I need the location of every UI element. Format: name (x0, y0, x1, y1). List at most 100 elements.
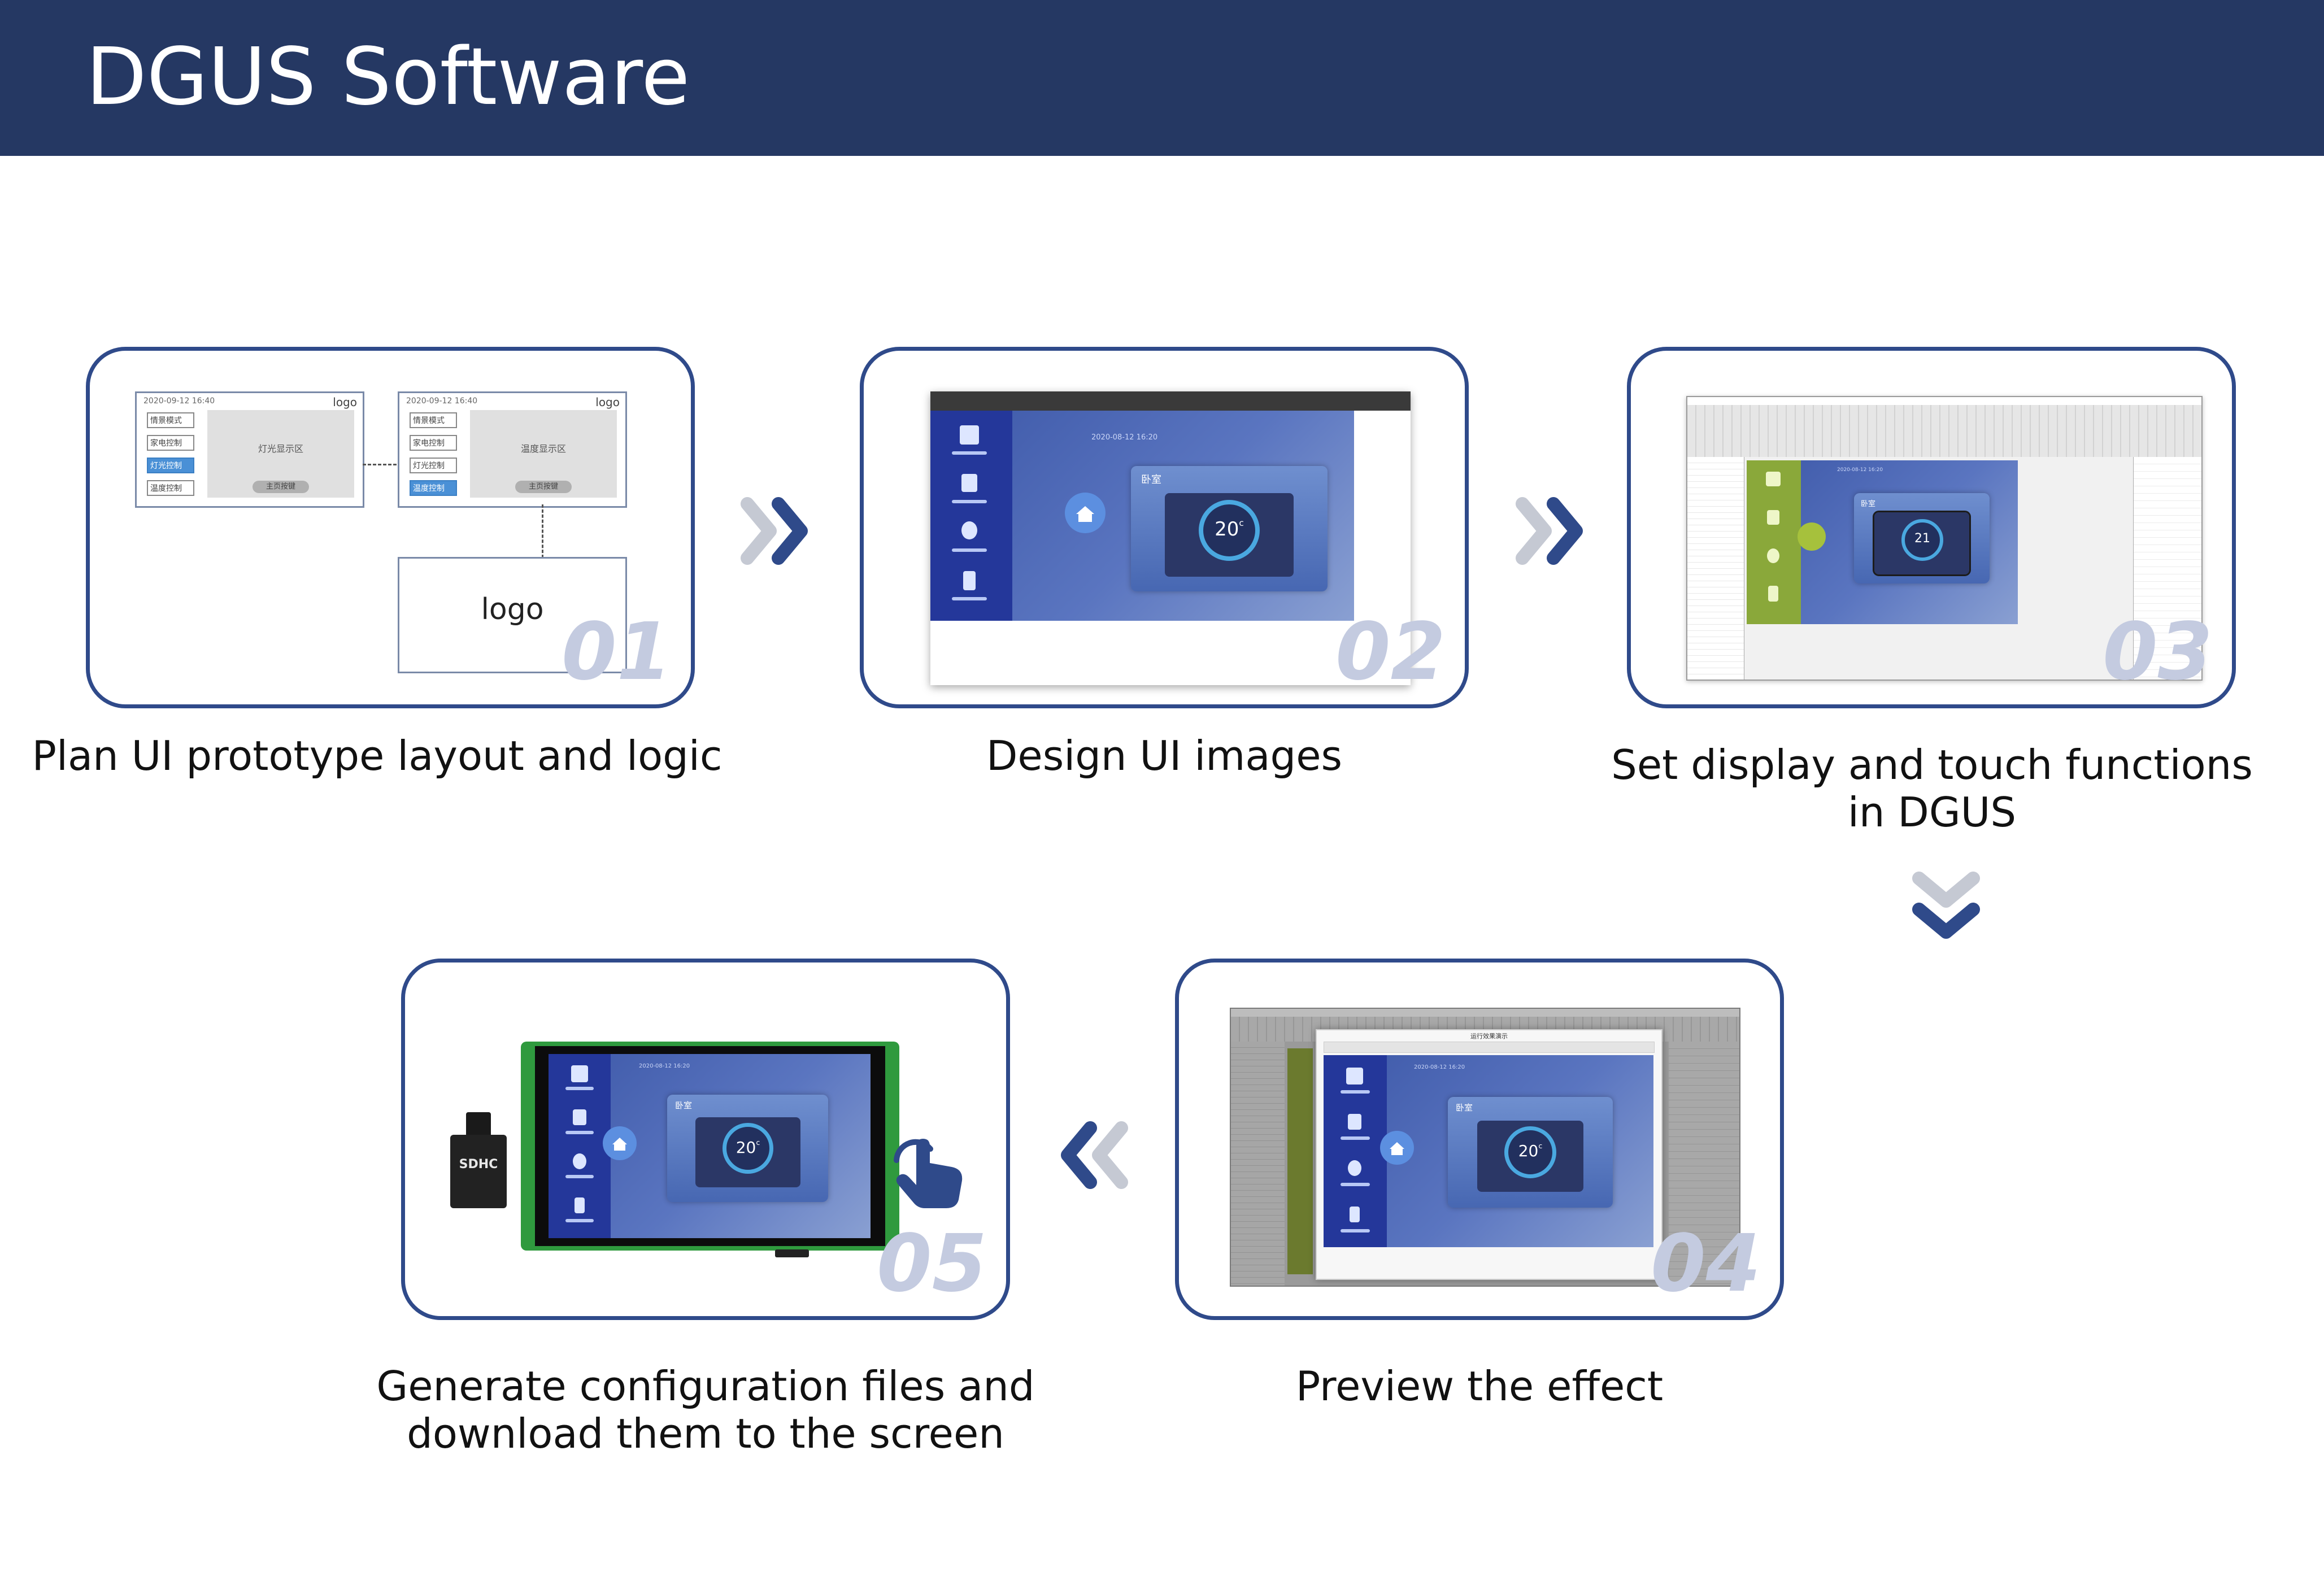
home-icon (1380, 1131, 1414, 1165)
canvas-sidebar-selected (1747, 460, 1801, 624)
double-chevron-left-icon (1061, 1121, 1128, 1189)
editor-titlebar (1687, 397, 2201, 406)
temperature-unit: c (1239, 518, 1244, 528)
step-number: 01 (562, 606, 672, 698)
temperature-dial: 20c (723, 1123, 773, 1174)
thermometer-icon (963, 571, 976, 590)
thermostat-panel: 20c (1477, 1121, 1583, 1192)
display-area-label: 温度显示区 (520, 443, 566, 454)
connector-line (363, 464, 397, 465)
wireframe-home-button: 主页按键 (515, 481, 572, 493)
sidebar-label-bar (952, 500, 987, 503)
wireframe-menu-item: 情景模式 (147, 412, 194, 428)
sidebar-label-bar (565, 1219, 594, 1222)
preview-screen: 2020-08-12 16:20 卧室 20c (1324, 1055, 1653, 1247)
double-chevron-down-icon (1912, 872, 1980, 939)
room-name: 卧室 (1456, 1103, 1473, 1113)
temperature-unit: c (1538, 1142, 1543, 1150)
wireframe-logo: logo (595, 395, 620, 409)
wireframe-timestamp: 2020-09-12 16:40 (143, 397, 215, 406)
display-module-board: 2020-08-12 16:20 卧室 20c (521, 1042, 899, 1257)
header-bar: DGUS Software (0, 0, 2324, 156)
room-name: 卧室 (1861, 500, 1876, 508)
page-list-panel (1687, 457, 1744, 680)
wireframe-timestamp: 2020-09-12 16:40 (406, 397, 478, 406)
scene-icon (1346, 1068, 1363, 1085)
room-card: 卧室 20c (1131, 466, 1328, 591)
connector-line (542, 504, 543, 558)
app-titlebar (930, 391, 1411, 411)
step-number: 05 (877, 1218, 987, 1310)
step-04-card: 运行效果演示 2020-08-12 16:20 (1175, 959, 1784, 1320)
display-bezel: 2020-08-12 16:20 卧室 20c (535, 1046, 885, 1246)
page-list-panel (1231, 1042, 1285, 1286)
properties-panel (2133, 457, 2201, 680)
ui-timestamp: 2020-08-12 16:20 (1091, 433, 1158, 442)
sd-card-icon: SDHC (450, 1112, 507, 1208)
editor-toolbar (1687, 405, 2201, 457)
sidebar-label-bar (952, 548, 987, 552)
sidebar-label-bar (1341, 1136, 1370, 1140)
properties-panel (1669, 1042, 1739, 1286)
bulb-icon (1767, 548, 1779, 563)
wireframe-screen-b: 2020-09-12 16:40 logo 情景模式 家电控制 灯光控制 温度控… (398, 391, 627, 508)
design-sidebar (930, 411, 1012, 621)
temperature-value: 20c (1518, 1142, 1543, 1160)
appliance-icon (1767, 510, 1779, 525)
sd-card-label: SDHC (459, 1157, 498, 1171)
home-icon (1065, 493, 1106, 533)
screen-sidebar (549, 1054, 611, 1238)
ui-timestamp: 2020-08-12 16:20 (1414, 1064, 1465, 1070)
step-number: 03 (2103, 606, 2213, 698)
wireframe-menu-item: 温度控制 (147, 480, 194, 496)
scene-icon (571, 1065, 588, 1082)
step-02-card: 2020-08-12 16:20 卧室 20c 02 (860, 347, 1469, 708)
step-03-caption: Set display and touch functions in DGUS (1611, 741, 2253, 836)
step-01-caption: Plan UI prototype layout and logic (32, 732, 723, 779)
dgus-editor-window: 2020-08-12 16:20 卧室 21 (1686, 396, 2203, 681)
temperature-dial: 21 (1901, 519, 1943, 561)
sidebar-label-bar (952, 451, 987, 455)
sidebar-label-bar (565, 1175, 594, 1178)
wireframe-menu-item: 灯光控制 (410, 458, 457, 473)
editor-canvas: 2020-08-12 16:20 卧室 21 (1747, 460, 2018, 624)
scene-icon (960, 425, 979, 445)
temperature-dial: 20c (1504, 1126, 1556, 1178)
wireframe-menu-item-active: 灯光控制 (147, 458, 194, 473)
display-screen: 2020-08-12 16:20 卧室 20c (549, 1054, 871, 1238)
step-05-caption: Generate configuration files and downloa… (376, 1362, 1035, 1457)
step-02-caption: Design UI images (986, 732, 1343, 779)
sidebar-label-bar (1341, 1229, 1370, 1232)
display-area-label: 灯光显示区 (258, 443, 303, 454)
room-card: 卧室 21 (1854, 493, 1990, 583)
preview-dialog: 运行效果演示 2020-08-12 16:20 (1316, 1029, 1663, 1280)
temperature-dial: 20c (1199, 500, 1260, 561)
step-number: 04 (1651, 1218, 1761, 1310)
sidebar-label-bar (565, 1087, 594, 1090)
design-app-window: 2020-08-12 16:20 卧室 20c (930, 391, 1411, 685)
wireframe-menu: 情景模式 家电控制 灯光控制 温度控制 (147, 412, 194, 496)
step-05-card: SDHC 2020-08-12 16:20 (401, 959, 1010, 1320)
bulb-icon (961, 521, 977, 539)
thermostat-panel: 20c (1165, 493, 1294, 577)
bulb-icon (1348, 1160, 1361, 1176)
temperature-value: 20c (736, 1138, 760, 1157)
editor-titlebar (1231, 1009, 1739, 1017)
step-04-caption: Preview the effect (1295, 1362, 1664, 1410)
thermostat-panel: 20c (695, 1117, 800, 1187)
room-card: 卧室 20c (667, 1095, 828, 1202)
double-chevron-right-icon (741, 497, 808, 565)
room-name: 卧室 (675, 1100, 693, 1110)
dialog-controls (1324, 1042, 1655, 1053)
touch-hand-icon (894, 1139, 963, 1208)
sidebar-label-bar (952, 597, 987, 600)
ui-timestamp: 2020-08-12 16:20 (1837, 467, 1883, 473)
appliance-icon (1348, 1114, 1361, 1130)
preview-sidebar (1324, 1055, 1387, 1247)
home-icon (1798, 522, 1826, 551)
wireframe-display-area: 灯光显示区 主页按键 (207, 410, 354, 498)
wireframe-screen-a: 2020-09-12 16:40 logo 情景模式 家电控制 灯光控制 温度控… (135, 391, 364, 508)
wireframe-logo: logo (333, 395, 357, 409)
wireframe-menu-item-active: 温度控制 (410, 480, 457, 496)
dialog-title: 运行效果演示 (1470, 1033, 1508, 1040)
